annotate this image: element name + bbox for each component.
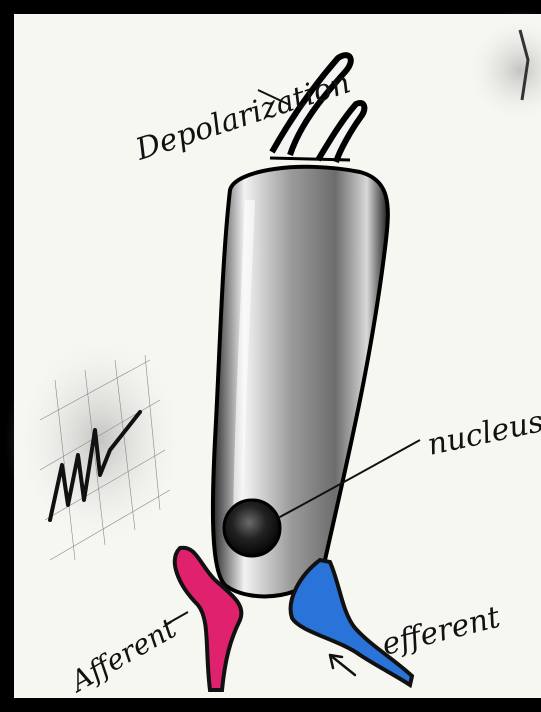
waveform-sketch-decoration	[5, 320, 195, 560]
nucleus-shape	[224, 500, 280, 556]
